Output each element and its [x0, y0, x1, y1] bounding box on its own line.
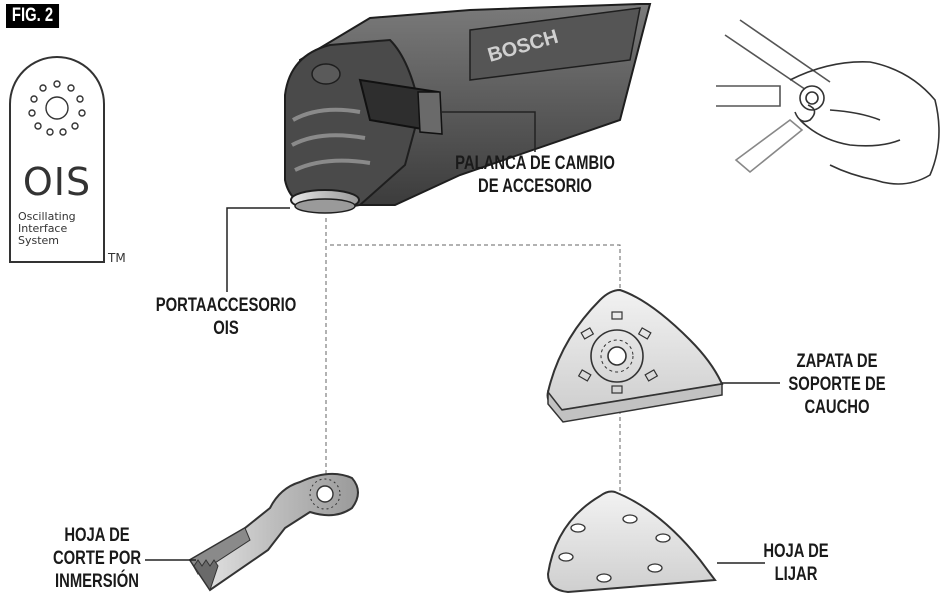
lever-operation-inset: [716, 19, 940, 185]
sanding-sheet: [546, 490, 717, 593]
rubber-pad-callout: ZAPATA DE SOPORTE DE CAUCHO: [771, 350, 904, 419]
holder-callout-line2: OIS: [213, 318, 239, 339]
lever-callout-line1: PALANCA DE CAMBIO: [455, 153, 615, 174]
rubber-backing-pad: [546, 288, 724, 423]
sanding-sheet-callout-line1: HOJA DE: [763, 541, 829, 562]
holder-callout-line1: PORTAACCESORIO: [155, 295, 297, 316]
ois-logo-line3: System: [18, 234, 60, 247]
blade-callout-line1: HOJA DE: [64, 525, 130, 546]
figure-tag: FIG. 2: [6, 4, 60, 28]
blade-callout: HOJA DE CORTE POR INMERSIÓN: [39, 524, 156, 593]
holder-callout: PORTAACCESORIO OIS: [140, 294, 312, 340]
ois-logo-mark: OIS: [22, 160, 92, 204]
sanding-sheet-callout-line2: LIJAR: [774, 564, 818, 585]
rubber-pad-callout-line1: ZAPATA DE: [796, 351, 878, 372]
sanding-sheet-callout: HOJA DE LIJAR: [749, 540, 843, 586]
multi-tool-illustration: [284, 3, 652, 214]
ois-trademark: TM: [108, 251, 126, 265]
ois-logo-line1: Oscillating: [18, 210, 76, 223]
holder-leader-line: [226, 207, 290, 292]
alignment-dashed-lines: [325, 218, 621, 560]
lever-callout-line2: DE ACCESORIO: [478, 176, 592, 197]
rubber-pad-callout-line2: SOPORTE DE: [788, 374, 886, 395]
lever-callout: PALANCA DE CAMBIO DE ACCESORIO: [445, 152, 624, 198]
ois-logo: OIS Oscillating Interface System: [10, 56, 104, 262]
blade-callout-line3: INMERSIÓN: [55, 571, 139, 592]
ois-logo-line2: Interface: [18, 222, 68, 235]
blade-callout-line2: CORTE POR: [52, 548, 142, 569]
ois-badge-outline: [9, 56, 105, 263]
ois-ring-icon: [28, 80, 86, 136]
ois-logo-text: Oscillating Interface System: [18, 211, 76, 247]
lever-leader-line: [440, 111, 536, 152]
plunge-cut-blade: [188, 472, 359, 592]
rubber-pad-callout-line3: CAUCHO: [804, 397, 870, 418]
